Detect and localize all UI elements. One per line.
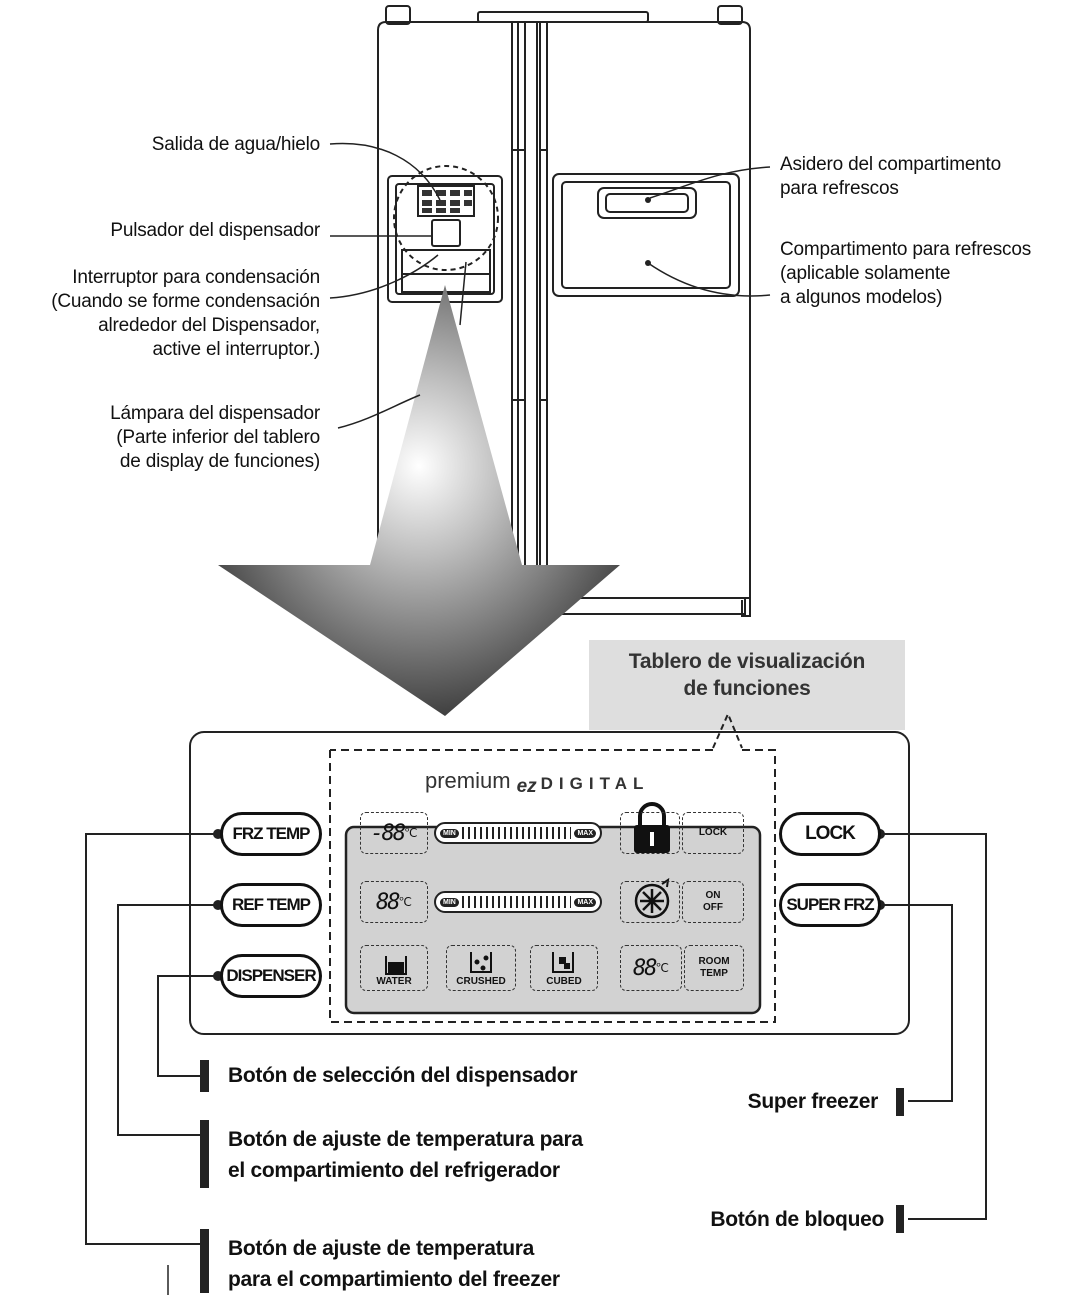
- callout-frz-temp-adjust: Botón de ajuste de temperatura para el c…: [228, 1237, 560, 1291]
- label-condensation-switch: Interruptor para condensación (Cuando se…: [51, 267, 320, 360]
- water-mode-indicator: WATER: [360, 945, 428, 991]
- cubed-mode-indicator: CUBED: [530, 945, 598, 991]
- freezer-temp-readout: -88℃: [360, 812, 428, 854]
- super-freeze-snowflake-icon: [634, 883, 670, 919]
- brand-suffix: DIGITAL: [540, 774, 650, 793]
- label-dispenser-lamp: Lámpara del dispensador (Parte inferior …: [110, 403, 320, 472]
- lock-icon: [634, 802, 670, 853]
- callout-ref-temp-adjust: Botón de ajuste de temperatura para el c…: [228, 1128, 583, 1182]
- crushed-ice-icon: [470, 952, 492, 973]
- lock-button[interactable]: LOCK: [779, 812, 881, 856]
- callout-dispenser-select: Botón de selección del dispensador: [228, 1064, 578, 1087]
- refrigerator-temp-readout: 88℃: [360, 881, 428, 923]
- label-water-ice-outlet: Salida de agua/hielo: [151, 134, 320, 155]
- cubed-ice-icon: [552, 952, 574, 973]
- ref-temp-button[interactable]: REF TEMP: [220, 883, 322, 927]
- brand-ez: ez: [516, 776, 537, 797]
- callout-super-freezer: Super freezer: [747, 1090, 879, 1113]
- label-refresh-compartment: Compartimento para refrescos (aplicable …: [780, 239, 1032, 308]
- brand-prefix: premium: [425, 768, 511, 793]
- dispenser-button[interactable]: DISPENSER: [220, 954, 322, 998]
- display-board-title: Tablero de visualización de funciones: [628, 650, 866, 700]
- super-frz-button[interactable]: SUPER FRZ: [779, 883, 881, 927]
- callout-lock-button: Botón de bloqueo: [710, 1208, 884, 1231]
- water-icon: [385, 956, 407, 975]
- frz-temp-button[interactable]: FRZ TEMP: [220, 812, 322, 856]
- brand-logo: premium ez DIGITAL: [425, 760, 695, 797]
- lock-indicator-label: LOCK: [682, 812, 744, 854]
- crushed-mode-indicator: CRUSHED: [446, 945, 516, 991]
- super-freeze-indicator-box: [620, 881, 680, 923]
- label-dispenser-pad: Pulsador del dispensador: [110, 220, 320, 241]
- lock-indicator-box: [620, 812, 680, 854]
- label-refresh-handle: Asidero del compartimento para refrescos: [780, 154, 1001, 199]
- room-temp-readout: 88℃: [620, 945, 682, 991]
